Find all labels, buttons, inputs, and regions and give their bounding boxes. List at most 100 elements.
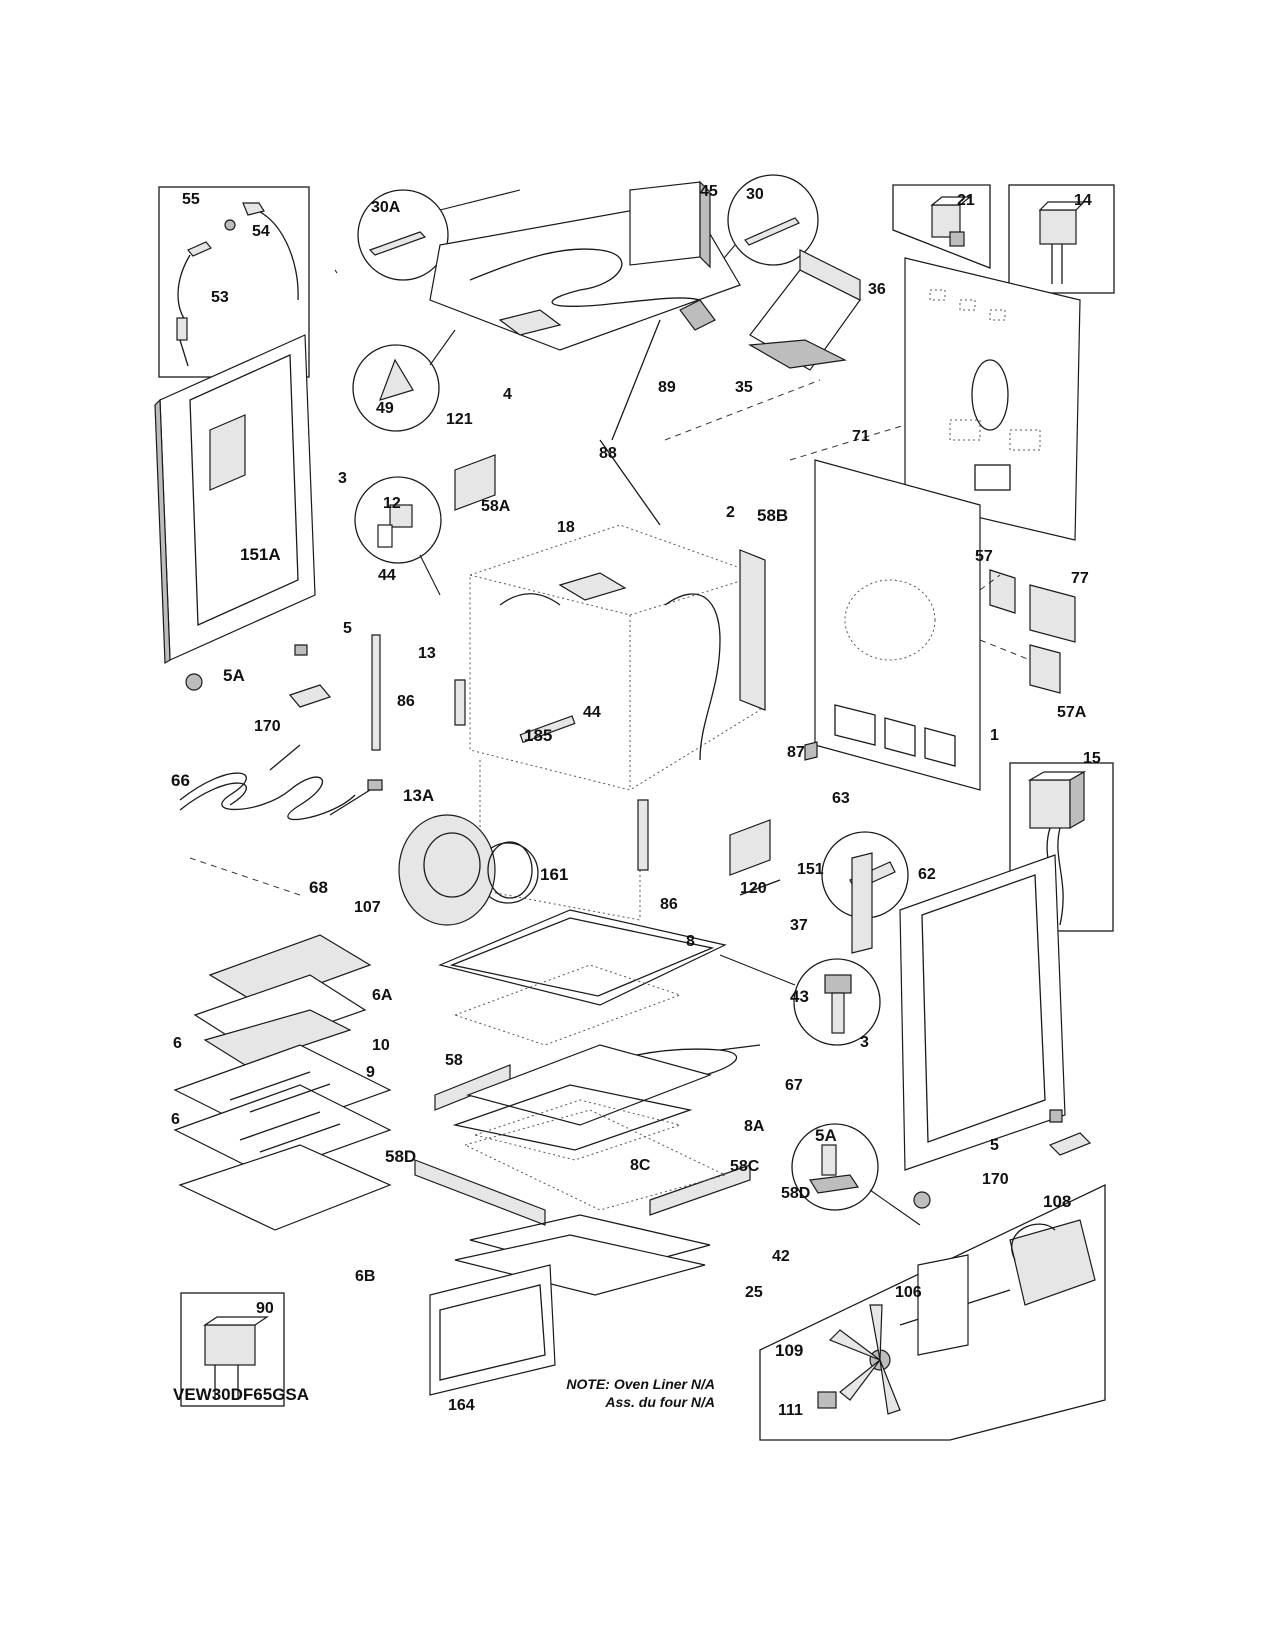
part-label-58D-left: 58D [385,1147,416,1166]
drawer-assembly [414,1109,751,1396]
part-label-2: 2 [726,504,735,521]
part-label-44-left: 44 [378,567,396,584]
part-label-107: 107 [354,899,381,916]
part-label-18: 18 [557,519,575,536]
fan-cover [398,814,496,926]
rear-panel-71 [904,257,1081,541]
part-label-121: 121 [446,411,473,428]
oven-cavity-liner [469,524,766,921]
inset-box-convection-fan [759,1183,1106,1441]
part-label-151A: 151A [240,545,281,564]
part-label-170-left: 170 [254,718,281,735]
part-label-1: 1 [990,727,999,744]
part-label-77: 77 [1071,570,1089,587]
part-label-58D-right: 58D [781,1185,810,1202]
part-label-58: 58 [445,1052,463,1069]
part-label-44-center: 44 [583,704,601,721]
part-label-62: 62 [918,866,936,883]
part-label-54: 54 [252,223,270,240]
part-label-6-lower: 6 [171,1111,180,1128]
part-label-8C: 8C [630,1157,651,1174]
part-label-9: 9 [366,1064,375,1081]
callout-circle-12 [354,476,442,596]
broil-element [179,744,371,896]
note-line-1: NOTE: Oven Liner N/A [566,1376,715,1392]
part-label-185: 185 [524,726,552,745]
part-label-67: 67 [785,1077,803,1094]
part-label-45: 45 [700,183,718,200]
part-label-35: 35 [735,379,753,396]
note-text: NOTE: Oven Liner N/A Ass. du four N/A [480,1375,715,1411]
callout-circle-5A-right [791,1123,921,1226]
part-label-5-right: 5 [990,1137,999,1154]
inset-box-part-14 [1008,184,1115,294]
part-label-58A: 58A [481,498,511,515]
part-label-71: 71 [852,428,870,445]
part-label-25: 25 [745,1284,763,1301]
part-label-5-left: 5 [343,620,352,637]
callout-circle-30A [357,189,521,281]
part-label-86-lower: 86 [660,896,678,913]
part-label-37: 37 [790,917,808,934]
part-label-13: 13 [418,645,436,662]
part-labels: 55 54 53 30A 45 30 21 14 36 49 4 89 35 7… [171,183,1101,1419]
callout-circle-30 [709,174,819,276]
part-label-8: 8 [686,933,695,950]
part-label-89: 89 [658,379,676,396]
part-label-14: 14 [1074,192,1092,209]
part-label-88: 88 [599,445,617,462]
part-label-55: 55 [182,191,200,208]
part-label-8A: 8A [744,1118,765,1135]
part-label-42: 42 [772,1248,790,1265]
bake-element [434,964,761,1161]
vent-duct-36 [748,249,861,371]
callout-circle-49 [352,329,456,432]
part-label-68: 68 [309,878,328,897]
part-label-151: 151 [797,861,824,878]
part-label-164: 164 [448,1397,475,1414]
part-label-13A: 13A [403,786,434,805]
model-number: VEW30DF65GSA [173,1385,310,1404]
part-label-66: 66 [171,771,190,790]
fan-blade [828,1304,901,1415]
back-frame-1 [814,459,1076,791]
part-label-3-right: 3 [860,1034,869,1051]
part-label-57: 57 [975,548,993,565]
part-label-109: 109 [775,1341,803,1360]
callout-circle-43 [719,954,881,1046]
part-label-3-left: 3 [338,470,347,487]
part-label-120: 120 [740,880,767,897]
broil-pan [438,909,727,1006]
part-label-161: 161 [540,865,568,884]
part-label-57A: 57A [1057,704,1087,721]
part-label-43: 43 [790,987,809,1006]
note-line-2: Ass. du four N/A [605,1394,715,1410]
part-label-12: 12 [383,495,401,512]
oven-racks [173,934,392,1231]
oven-door-right [899,854,1066,1171]
part-label-58B: 58B [757,506,788,525]
top-frame-assembly [429,180,741,351]
part-label-6-upper: 6 [173,1035,182,1052]
oven-door-left [154,334,316,665]
part-label-108: 108 [1043,1192,1071,1211]
part-label-6A: 6A [372,987,393,1004]
part-label-36: 36 [868,281,886,298]
part-label-170-right: 170 [982,1171,1009,1188]
part-label-63: 63 [832,790,850,807]
part-label-53: 53 [211,289,229,306]
part-label-21: 21 [957,192,975,209]
part-label-49: 49 [376,400,394,417]
gasket-ring [487,841,533,899]
part-label-86-upper: 86 [397,693,415,710]
small-brackets [288,299,873,954]
part-label-30A: 30A [371,199,401,216]
part-label-10: 10 [372,1037,390,1054]
part-label-6B: 6B [355,1268,375,1285]
leveling-legs [185,673,1092,1209]
inset-box-part-21 [892,184,991,269]
part-label-5A-right: 5A [815,1126,837,1145]
part-label-15: 15 [1083,750,1101,767]
inset-box-part-90 [180,1292,285,1407]
